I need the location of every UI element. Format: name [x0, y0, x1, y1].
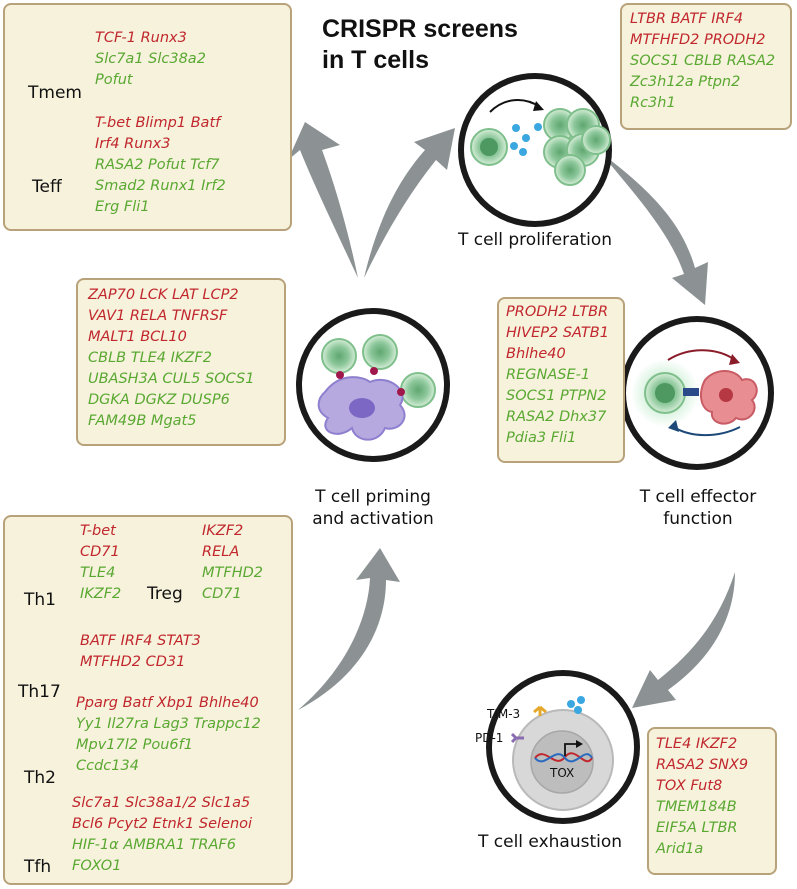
gene-line: Irf4 Runx3	[95, 136, 171, 152]
gene-line: DGKA DGKZ DUSP6	[88, 392, 230, 408]
gene-line: Pofut	[95, 72, 133, 88]
gene-line: IKZF2	[202, 523, 244, 539]
tfh-genes: Slc7a1 Slc38a1/2 Slc1a5 Bcl6 Pcyt2 Etnk1…	[72, 793, 252, 877]
gene-line: BATF IRF4 STAT3	[80, 633, 201, 649]
gene-line: PRODH2 LTBR	[506, 304, 609, 320]
th2-label: Th2	[24, 768, 56, 788]
gene-line: Slc7a1 Slc38a2	[95, 51, 206, 67]
priming-label-line-2: and activation	[312, 509, 434, 529]
gene-line: T-bet	[80, 523, 116, 539]
gene-line: ZAP70 LCK LAT LCP2	[88, 287, 239, 303]
effector-genes: PRODH2 LTBR HIVEP2 SATB1 Bhlhe40 REGNASE…	[506, 302, 609, 449]
gene-line: SOCS1 PTPN2	[506, 388, 607, 404]
proliferation-illustration	[458, 73, 612, 227]
gene-line: CBLB TLE4 IKZF2	[88, 350, 212, 366]
tfh-label: Tfh	[24, 857, 52, 877]
tmem-label: Tmem	[28, 83, 82, 103]
arrow-to-tmem-teff	[288, 122, 358, 278]
gene-line: MALT1 BCL10	[88, 329, 187, 345]
gene-line: IKZF2	[80, 586, 122, 602]
effector-illustration	[620, 316, 774, 470]
treg-genes: IKZF2 RELA MTFHD2 CD71	[202, 521, 263, 605]
exhaustion-box	[647, 727, 777, 875]
gene-line: T-bet Blimp1 Batf	[95, 115, 221, 131]
subsets-box	[3, 515, 293, 885]
effector-box	[497, 297, 625, 463]
gene-line: FAM49B Mgat5	[88, 413, 197, 429]
arrow-to-exhaustion	[632, 572, 735, 708]
gene-line: Slc7a1 Slc38a1/2 Slc1a5	[72, 795, 251, 811]
gene-line: Pdia3 Fli1	[506, 430, 577, 446]
priming-box	[76, 278, 286, 446]
tim3-label: TIM-3	[487, 707, 521, 721]
gene-line: REGNASE-1	[506, 367, 591, 383]
gene-line: VAV1 RELA TNFRSF	[88, 308, 228, 324]
gene-line: CD71	[202, 586, 242, 602]
priming-label: T cell priming and activation	[290, 486, 456, 530]
proliferation-genes: LTBR BATF IRF4 MTFHFD2 PRODH2 SOCS1 CBLB…	[630, 9, 775, 114]
pd1-label: PD-1	[475, 731, 504, 745]
gene-line: HIVEP2 SATB1	[506, 325, 609, 341]
exhaustion-label: T cell exhaustion	[477, 832, 623, 852]
gene-line: Bcl6 Pcyt2 Etnk1 Selenoi	[72, 816, 253, 832]
title-line-2: in T cells	[322, 46, 429, 74]
th1-label: Th1	[24, 590, 56, 610]
gene-line: Rc3h1	[630, 95, 676, 111]
priming-genes: ZAP70 LCK LAT LCP2 VAV1 RELA TNFRSF MALT…	[88, 285, 254, 432]
arrow-to-proliferation	[364, 128, 455, 278]
arrow-to-effector	[600, 152, 708, 305]
gene-line: UBASH3A CUL5 SOCS1	[88, 371, 255, 387]
gene-line: EIF5A LTBR	[656, 820, 738, 836]
gene-line: Bhlhe40	[506, 346, 566, 362]
gene-line: TLE4	[80, 565, 116, 581]
th17-genes: BATF IRF4 STAT3 MTFHD2 CD31	[80, 631, 201, 673]
gene-line: TCF-1 Runx3	[95, 30, 187, 46]
gene-line: Erg Fli1	[95, 199, 150, 215]
gene-line: RELA	[202, 544, 240, 560]
priming-label-line-1: T cell priming	[315, 487, 431, 507]
gene-line: Yy1 Il27ra Lag3 Trappc12	[76, 716, 261, 732]
teff-label: Teff	[32, 177, 62, 197]
th2-genes: Pparg Batf Xbp1 Bhlhe40 Yy1 Il27ra Lag3 …	[76, 693, 261, 777]
arrow-from-subsets	[298, 548, 400, 710]
effector-label: T cell effector function	[625, 486, 771, 530]
gene-line: MTFHFD2 PRODH2	[630, 32, 766, 48]
th17-label: Th17	[18, 682, 61, 702]
proliferation-label: T cell proliferation	[457, 230, 613, 250]
gene-line: LTBR BATF IRF4	[630, 11, 744, 27]
diagram-title: CRISPR screens in T cells	[322, 14, 518, 76]
gene-line: MTFHD2 CD31	[80, 654, 186, 670]
gene-line: Zc3h12a Ptpn2	[630, 74, 741, 90]
gene-line: Pparg Batf Xbp1 Bhlhe40	[76, 695, 259, 711]
gene-line: FOXO1	[72, 858, 122, 874]
gene-line: MTFHD2	[202, 565, 264, 581]
tmem-genes: TCF-1 Runx3 Slc7a1 Slc38a2 Pofut	[95, 28, 206, 91]
gene-line: RASA2 Pofut Tcf7	[95, 157, 220, 173]
proliferation-box	[620, 3, 792, 130]
gene-line: TOX Fut8	[656, 778, 723, 794]
exhaustion-illustration	[486, 670, 640, 824]
memory-effector-box	[3, 3, 292, 231]
th1-genes: T-bet CD71 TLE4 IKZF2	[80, 521, 121, 605]
priming-illustration	[296, 308, 450, 462]
gene-line: RASA2 Dhx37	[506, 409, 607, 425]
gene-line: SOCS1 CBLB RASA2	[630, 53, 776, 69]
teff-genes: T-bet Blimp1 Batf Irf4 Runx3 RASA2 Pofut…	[95, 113, 226, 218]
gene-line: HIF-1α AMBRA1 TRAF6	[72, 837, 236, 853]
effector-label-line-1: T cell effector	[639, 487, 757, 507]
treg-label: Treg	[147, 584, 183, 604]
gene-line: Smad2 Runx1 Irf2	[95, 178, 226, 194]
gene-line: TLE4 IKZF2	[656, 736, 738, 752]
gene-line: Arid1a	[656, 841, 704, 857]
gene-line: CD71	[80, 544, 120, 560]
tox-label: TOX	[550, 766, 575, 780]
effector-label-line-2: function	[663, 509, 733, 529]
gene-line: TMEM184B	[656, 799, 737, 815]
gene-line: Ccdc134	[76, 758, 139, 774]
gene-line: RASA2 SNX9	[656, 757, 749, 773]
gene-line: Mpv17l2 Pou6f1	[76, 737, 193, 753]
title-line-1: CRISPR screens	[322, 15, 518, 43]
exhaustion-genes: TLE4 IKZF2 RASA2 SNX9 TOX Fut8 TMEM184B …	[656, 734, 748, 860]
